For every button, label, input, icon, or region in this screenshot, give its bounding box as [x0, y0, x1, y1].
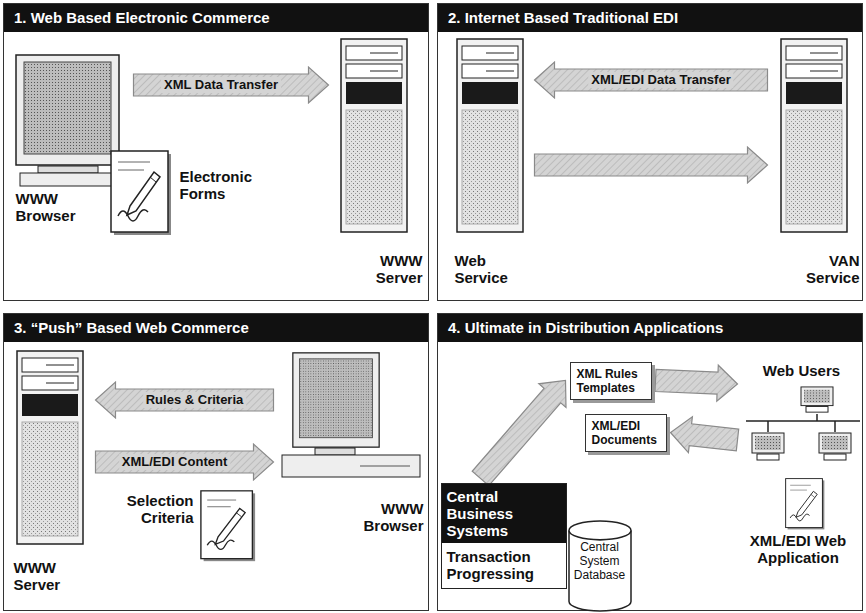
monitor-stand: [38, 166, 98, 173]
panel-heading: 2. Internet Based Traditional EDI: [438, 4, 862, 32]
server-icon: [781, 39, 847, 232]
icon-label: WWW Server: [335, 252, 423, 286]
computer-base: [20, 173, 124, 186]
server-icon: [341, 39, 407, 232]
drive-slot: [360, 466, 410, 467]
database-label: Central System Database: [568, 520, 632, 582]
pc-icon: [801, 387, 833, 412]
server-icon: [17, 351, 83, 544]
icon-node: XML/EDI Web Application: [735, 474, 862, 592]
arrow-label: XML/EDI Content: [119, 454, 230, 470]
fat-arrow: [96, 444, 274, 480]
icon-node: Electronic Forms: [108, 148, 278, 238]
document-box: XML/EDI Documents: [585, 414, 667, 452]
database-cylinder: Central System Database: [568, 520, 632, 612]
icon-node: WWW Browser: [12, 52, 130, 224]
fat-arrow: [134, 67, 329, 103]
form-icon: [786, 479, 825, 530]
form-icon: [111, 151, 171, 235]
document-label: XML Rules Templates: [577, 367, 645, 395]
panel-heading: 4. Ultimate in Distribution Applications: [438, 314, 862, 342]
arrow-label: Rules & Criteria: [143, 392, 247, 408]
fat-arrow: [671, 417, 739, 453]
icon-node: VAN Service: [772, 36, 860, 286]
arrow-label: XML/EDI Data Transfer: [588, 72, 733, 88]
document-box: XML Rules Templates: [570, 362, 652, 400]
system-box: Central Business SystemsTransaction Prog…: [441, 483, 567, 589]
monitor-icon: [293, 353, 379, 447]
panel: 1. Web Based Electronic CommerceWWW Brow…: [3, 3, 429, 301]
network-line: [746, 420, 860, 422]
arrow-label: XML Data Transfer: [161, 77, 281, 93]
icon-label: VAN Service: [774, 252, 860, 286]
pc-icon: [752, 433, 784, 460]
monitor-stand: [315, 448, 355, 455]
icon-label: Electronic Forms: [180, 168, 276, 202]
system-heading: Central Business Systems: [442, 484, 566, 543]
form-icon: [201, 491, 255, 561]
icon-node: WWW Browser: [278, 348, 424, 534]
icon-node: WWW Server: [12, 348, 92, 593]
server-icon: [457, 39, 523, 232]
monitor-icon: [16, 55, 119, 165]
panel: 2. Internet Based Traditional EDI Web Ser…: [437, 3, 863, 301]
computer-base: [282, 455, 420, 477]
fat-arrow: [96, 382, 274, 418]
icon-label: Web Service: [455, 252, 531, 286]
icon-label: WWW Browser: [334, 500, 424, 534]
pc-icon: [819, 433, 851, 460]
icon-node: WWW Server: [333, 36, 423, 286]
network-line: [816, 414, 818, 421]
icon-node: Selection Criteria: [116, 486, 260, 564]
icon-label: Selection Criteria: [116, 492, 194, 526]
icon-label: Web Users: [742, 362, 862, 379]
panel-heading: 3. “Push” Based Web Commerce: [4, 314, 428, 342]
fat-arrow: [655, 365, 738, 401]
fat-arrow: [535, 147, 768, 183]
fat-arrow: [472, 381, 566, 486]
fat-arrow: [535, 62, 768, 98]
system-body: Transaction Progressing: [442, 543, 566, 588]
network-line: [834, 421, 836, 432]
icon-label: WWW Browser: [16, 190, 98, 224]
icon-node: Web Service: [453, 36, 531, 286]
network-line: [767, 421, 769, 432]
panel: 4. Ultimate in Distribution Applications…: [437, 313, 863, 611]
icon-label: WWW Server: [14, 559, 92, 593]
document-label: XML/EDI Documents: [592, 419, 660, 447]
icon-label: XML/EDI Web Application: [735, 532, 862, 566]
panel-heading: 1. Web Based Electronic Commerce: [4, 4, 428, 32]
icon-node: Web Users: [742, 362, 862, 472]
